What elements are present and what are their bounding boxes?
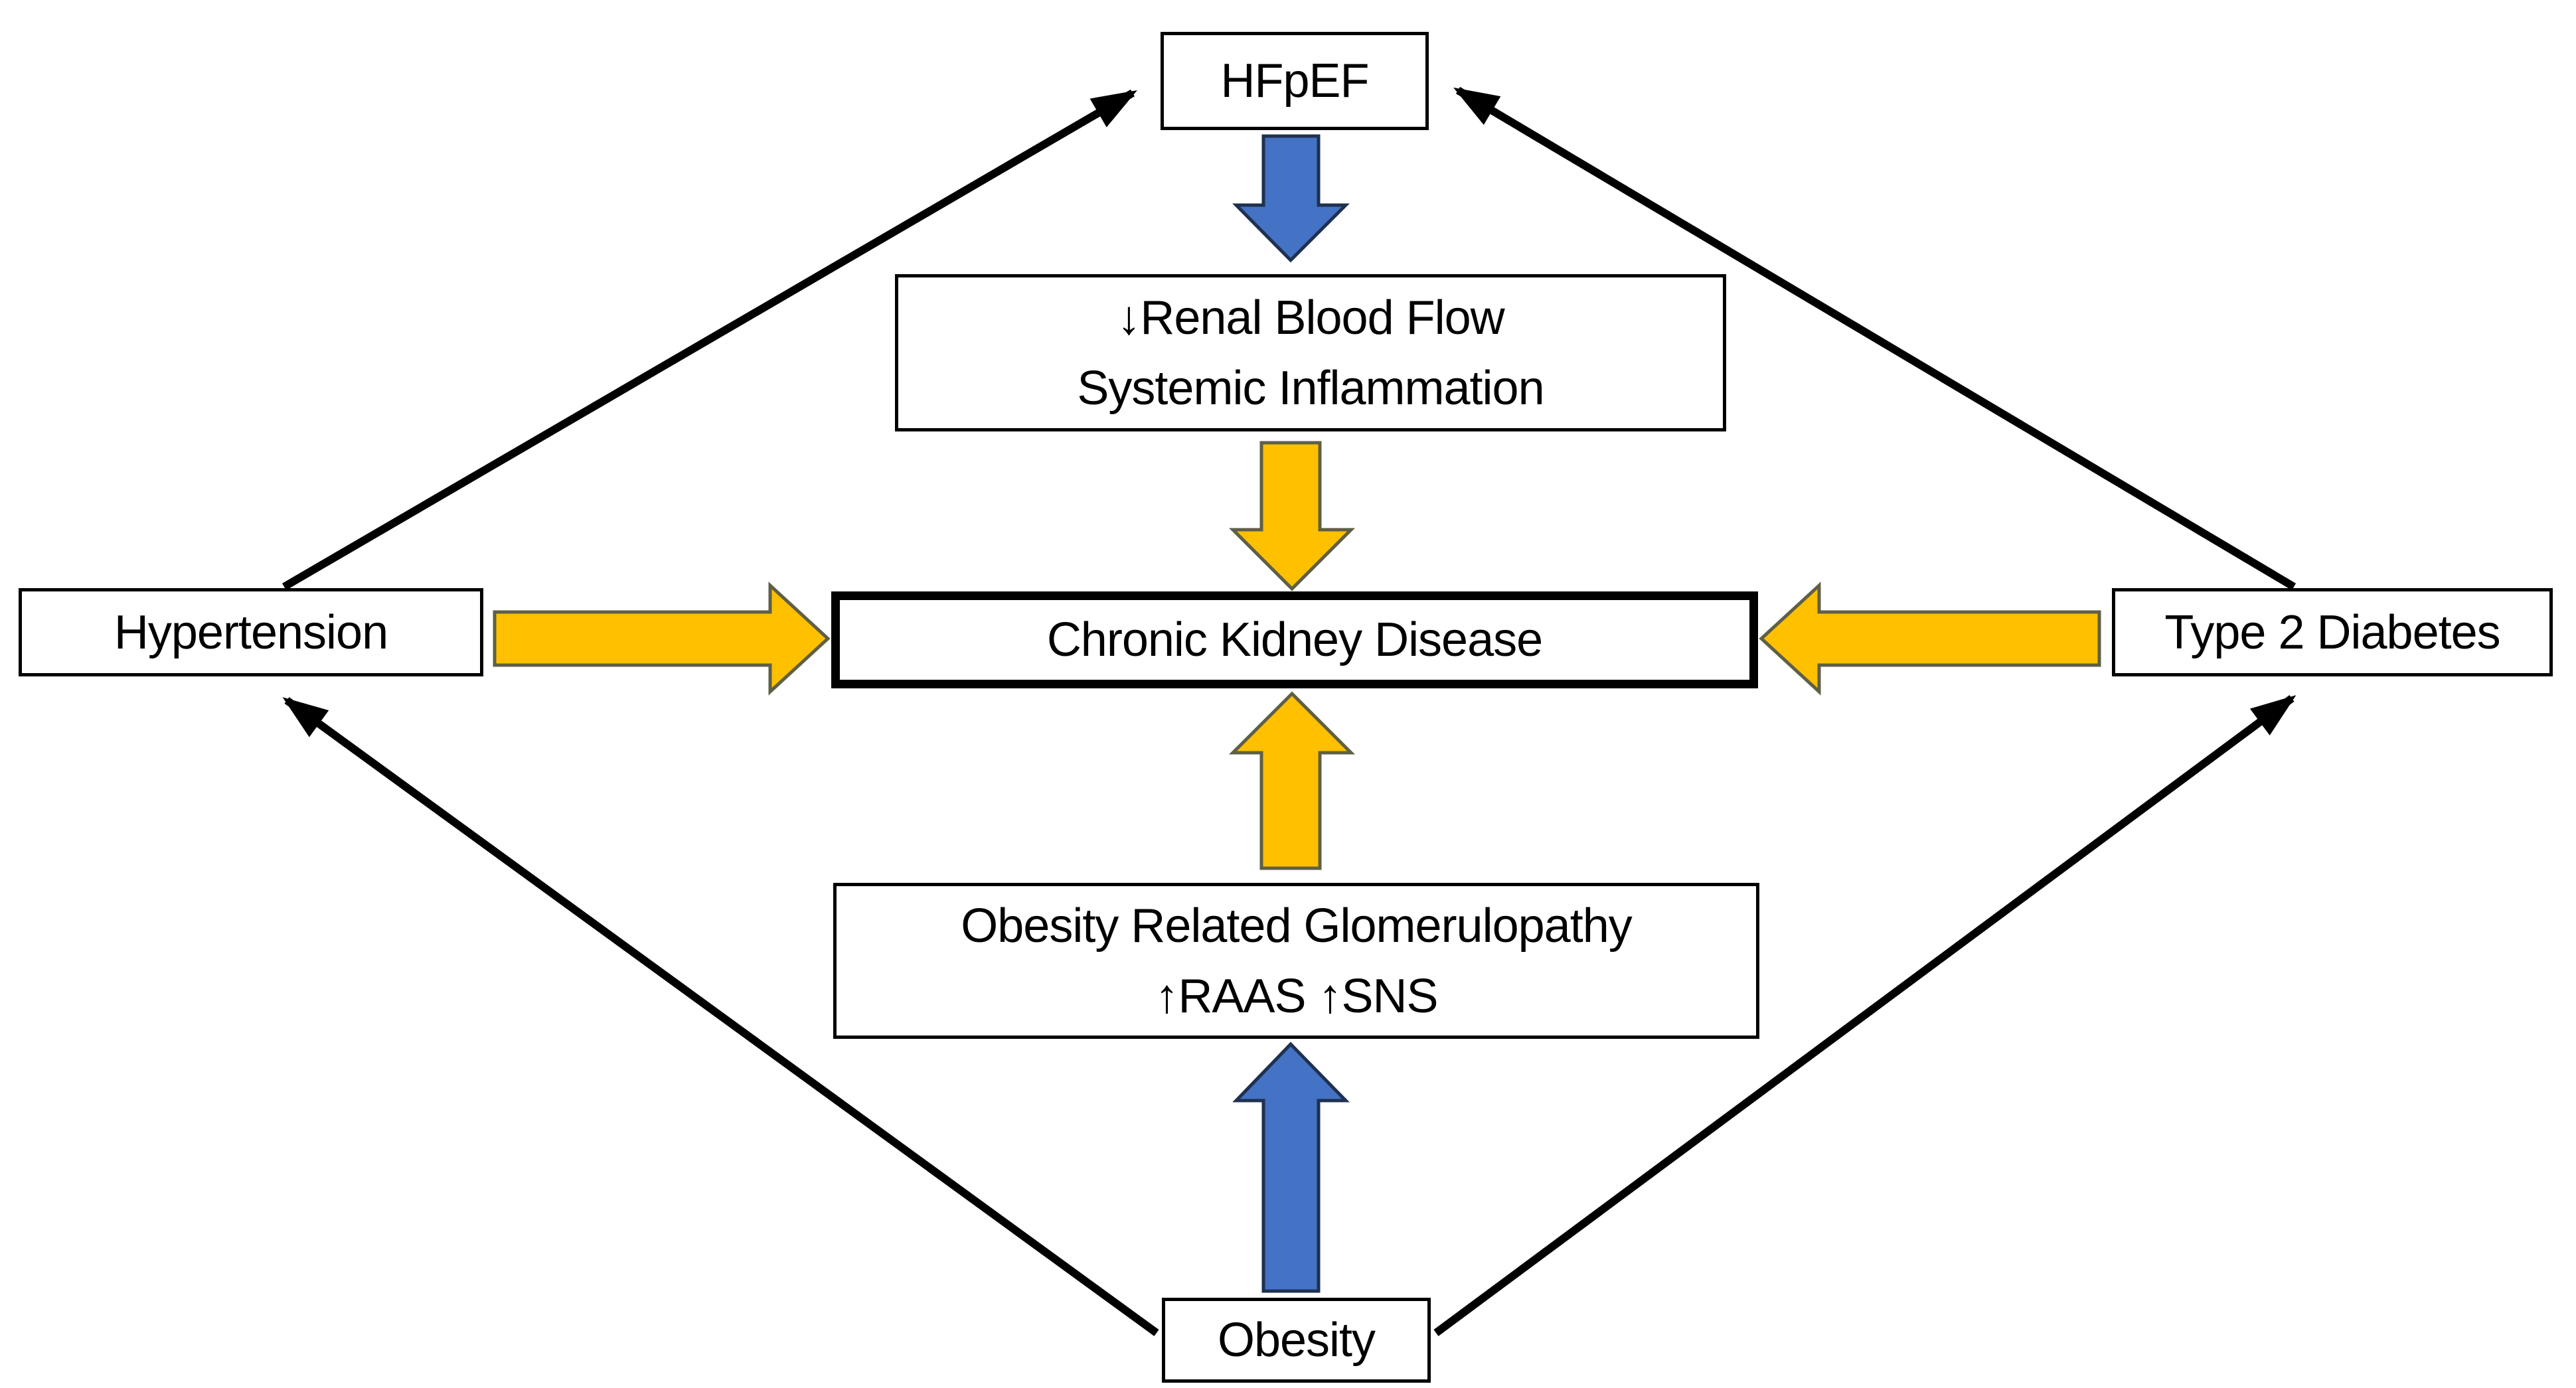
block-arrow-hypertension-to-ckd — [493, 581, 831, 696]
node-ckd-label: Chronic Kidney Disease — [1046, 613, 1543, 666]
node-org-line2: ↑RAAS ↑SNS — [1155, 969, 1438, 1023]
node-hfpef-label: HFpEF — [1220, 54, 1369, 108]
node-t2d-label: Type 2 Diabetes — [2164, 605, 2500, 659]
node-hfpef: HFpEF — [1161, 32, 1429, 130]
node-obesity: Obesity — [1162, 1298, 1431, 1383]
block-arrow-renal-to-ckd — [1228, 441, 1356, 591]
connector-hypertension-to-hfpef — [282, 89, 1137, 591]
node-renal-line1: ↓Renal Blood Flow — [1117, 291, 1504, 345]
node-renal-line2: Systemic Inflammation — [1077, 361, 1544, 415]
node-org-line1: Obesity Related Glomerulopathy — [961, 899, 1633, 953]
block-arrow-org-to-ckd — [1228, 691, 1356, 870]
block-arrow-obesity-to-org — [1232, 1041, 1350, 1293]
node-hypertension: Hypertension — [19, 588, 483, 676]
connector-obesity-to-t2d — [1433, 695, 2296, 1336]
block-arrow-hfpef-to-renal — [1232, 134, 1350, 263]
node-chronic-kidney-disease: Chronic Kidney Disease — [831, 591, 1758, 688]
node-obesity-related-glomerulopathy: Obesity Related Glomerulopathy ↑RAAS ↑SN… — [833, 883, 1759, 1039]
block-arrow-t2d-to-ckd — [1759, 581, 2101, 696]
node-renal-blood-flow: ↓Renal Blood Flow Systemic Inflammation — [895, 274, 1726, 431]
node-type-2-diabetes: Type 2 Diabetes — [2112, 588, 2553, 676]
connector-obesity-to-hypertension — [282, 697, 1159, 1336]
connector-t2d-to-hfpef — [1453, 86, 2296, 591]
node-obesity-label: Obesity — [1217, 1314, 1376, 1367]
node-hypertension-label: Hypertension — [114, 605, 388, 659]
